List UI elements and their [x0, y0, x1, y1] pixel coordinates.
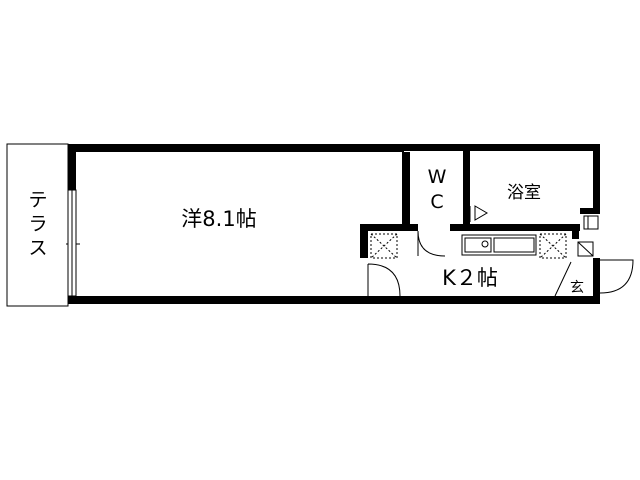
interior-walls — [360, 151, 593, 258]
kitchen-door-swing — [367, 263, 401, 297]
meter-box — [583, 215, 599, 230]
bath-door-marker — [474, 205, 488, 221]
kitchen-label: K２帖 — [442, 266, 498, 290]
terrace-label: テラス — [28, 189, 47, 259]
entrance-step — [554, 261, 572, 297]
sink-drain — [481, 240, 489, 248]
entry-door-swing — [599, 259, 634, 294]
western-room-label: 洋8.1帖 — [181, 207, 256, 231]
bathroom-label: 浴室 — [507, 183, 541, 203]
outer-walls — [68, 144, 600, 304]
wc-door-swing — [417, 230, 446, 257]
sink — [464, 237, 492, 253]
closet-right — [539, 233, 567, 259]
stove — [493, 237, 535, 253]
closet-left — [370, 233, 398, 259]
entrance-cabinet — [577, 241, 594, 257]
entrance-label: 玄 — [570, 279, 584, 296]
terrace-area — [6, 143, 69, 307]
kitchen-counter — [461, 234, 537, 256]
